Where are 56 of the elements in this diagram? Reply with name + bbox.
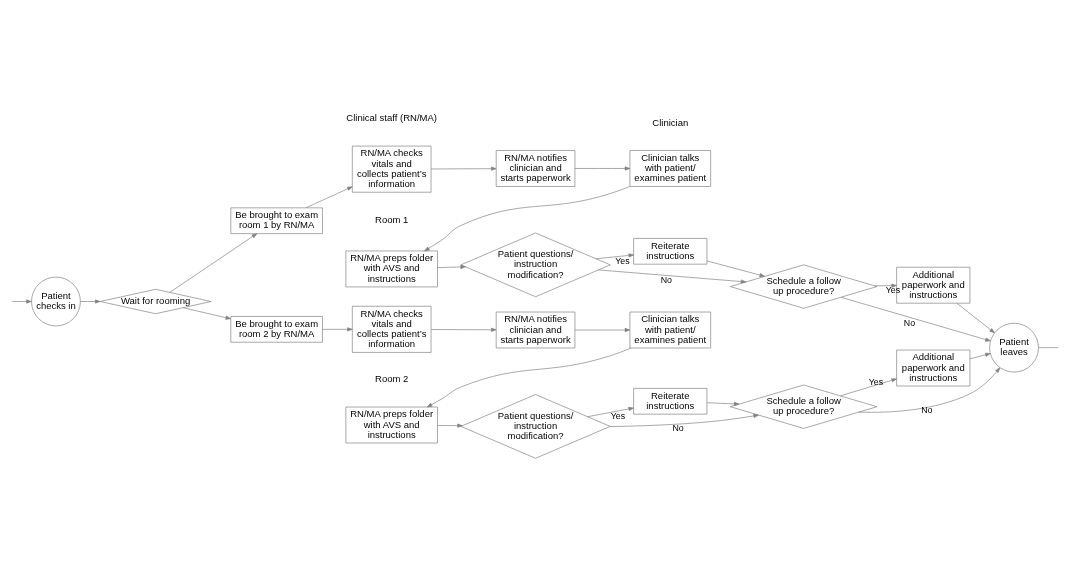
node-box: RN/MA preps folder with AVS and instructions bbox=[345, 250, 438, 288]
arrow bbox=[874, 283, 897, 288]
arrow bbox=[706, 260, 765, 278]
node-box: Be brought to exam room 2 by RN/MA bbox=[230, 316, 323, 343]
arrow bbox=[956, 302, 995, 334]
node-circle: Patient checks in bbox=[31, 276, 81, 327]
arrow bbox=[424, 186, 631, 252]
node-box: RN/MA checks vitals and collects patient’s information bbox=[351, 145, 432, 193]
node-box: Clinician talks with patient/ examines patient bbox=[629, 150, 711, 187]
arrow bbox=[430, 327, 497, 332]
arrow bbox=[587, 406, 634, 418]
edge-label: No bbox=[660, 275, 672, 285]
edge-label: Yes bbox=[868, 376, 884, 387]
edge-label: Yes bbox=[615, 255, 630, 266]
label: Clinician bbox=[652, 116, 689, 128]
arrow bbox=[430, 166, 497, 171]
arrow bbox=[437, 264, 466, 269]
edge-label: No bbox=[672, 422, 684, 433]
connector bbox=[1038, 347, 1059, 348]
arrow bbox=[595, 253, 634, 260]
arrow bbox=[182, 307, 231, 320]
arrow bbox=[305, 186, 353, 209]
arrow bbox=[426, 347, 632, 408]
edge-label: No bbox=[903, 318, 916, 329]
edge-label: Yes bbox=[885, 284, 901, 295]
arrow bbox=[840, 296, 991, 342]
arrow bbox=[437, 423, 463, 428]
arrow bbox=[858, 367, 1001, 413]
arrow bbox=[598, 269, 747, 284]
arrow bbox=[80, 299, 101, 304]
label: Clinical staff (RN/MA) bbox=[346, 112, 437, 124]
node-box: Be brought to exam room 1 by RN/MA bbox=[230, 207, 323, 234]
arrow bbox=[11, 299, 32, 304]
node-diamond: Schedule a follow up procedure? bbox=[730, 264, 878, 309]
arrow bbox=[609, 413, 759, 427]
edge-label: No bbox=[921, 405, 933, 416]
node-box: RN/MA notifies clinician and starts paperwork bbox=[495, 150, 576, 187]
node-diamond: Patient questions/ instruction modification? bbox=[460, 394, 611, 459]
arrow bbox=[322, 327, 353, 332]
node-box: Reiterate instructions bbox=[633, 388, 708, 415]
arrow bbox=[840, 378, 897, 397]
node-diamond: Wait for rooming bbox=[99, 288, 212, 315]
edge-label: Yes bbox=[610, 411, 626, 422]
node-box: RN/MA notifies clinician and starts paperwork bbox=[495, 311, 576, 349]
node-box: Clinician talks with patient/ examines patient bbox=[629, 311, 711, 349]
node-box: RN/MA checks vitals and collects patient’s information bbox=[351, 305, 432, 353]
arrow bbox=[706, 401, 740, 406]
arrow bbox=[969, 352, 991, 360]
label: Room 1 bbox=[375, 214, 409, 226]
label: Room 2 bbox=[375, 373, 409, 385]
node-box: Reiterate instructions bbox=[633, 238, 708, 265]
arrow bbox=[169, 233, 258, 293]
arrow bbox=[574, 166, 631, 171]
arrow bbox=[574, 328, 631, 332]
node-box: Additional paperwork and instructions bbox=[896, 349, 971, 387]
node-box: RN/MA preps folder with AVS and instructions bbox=[345, 406, 438, 444]
